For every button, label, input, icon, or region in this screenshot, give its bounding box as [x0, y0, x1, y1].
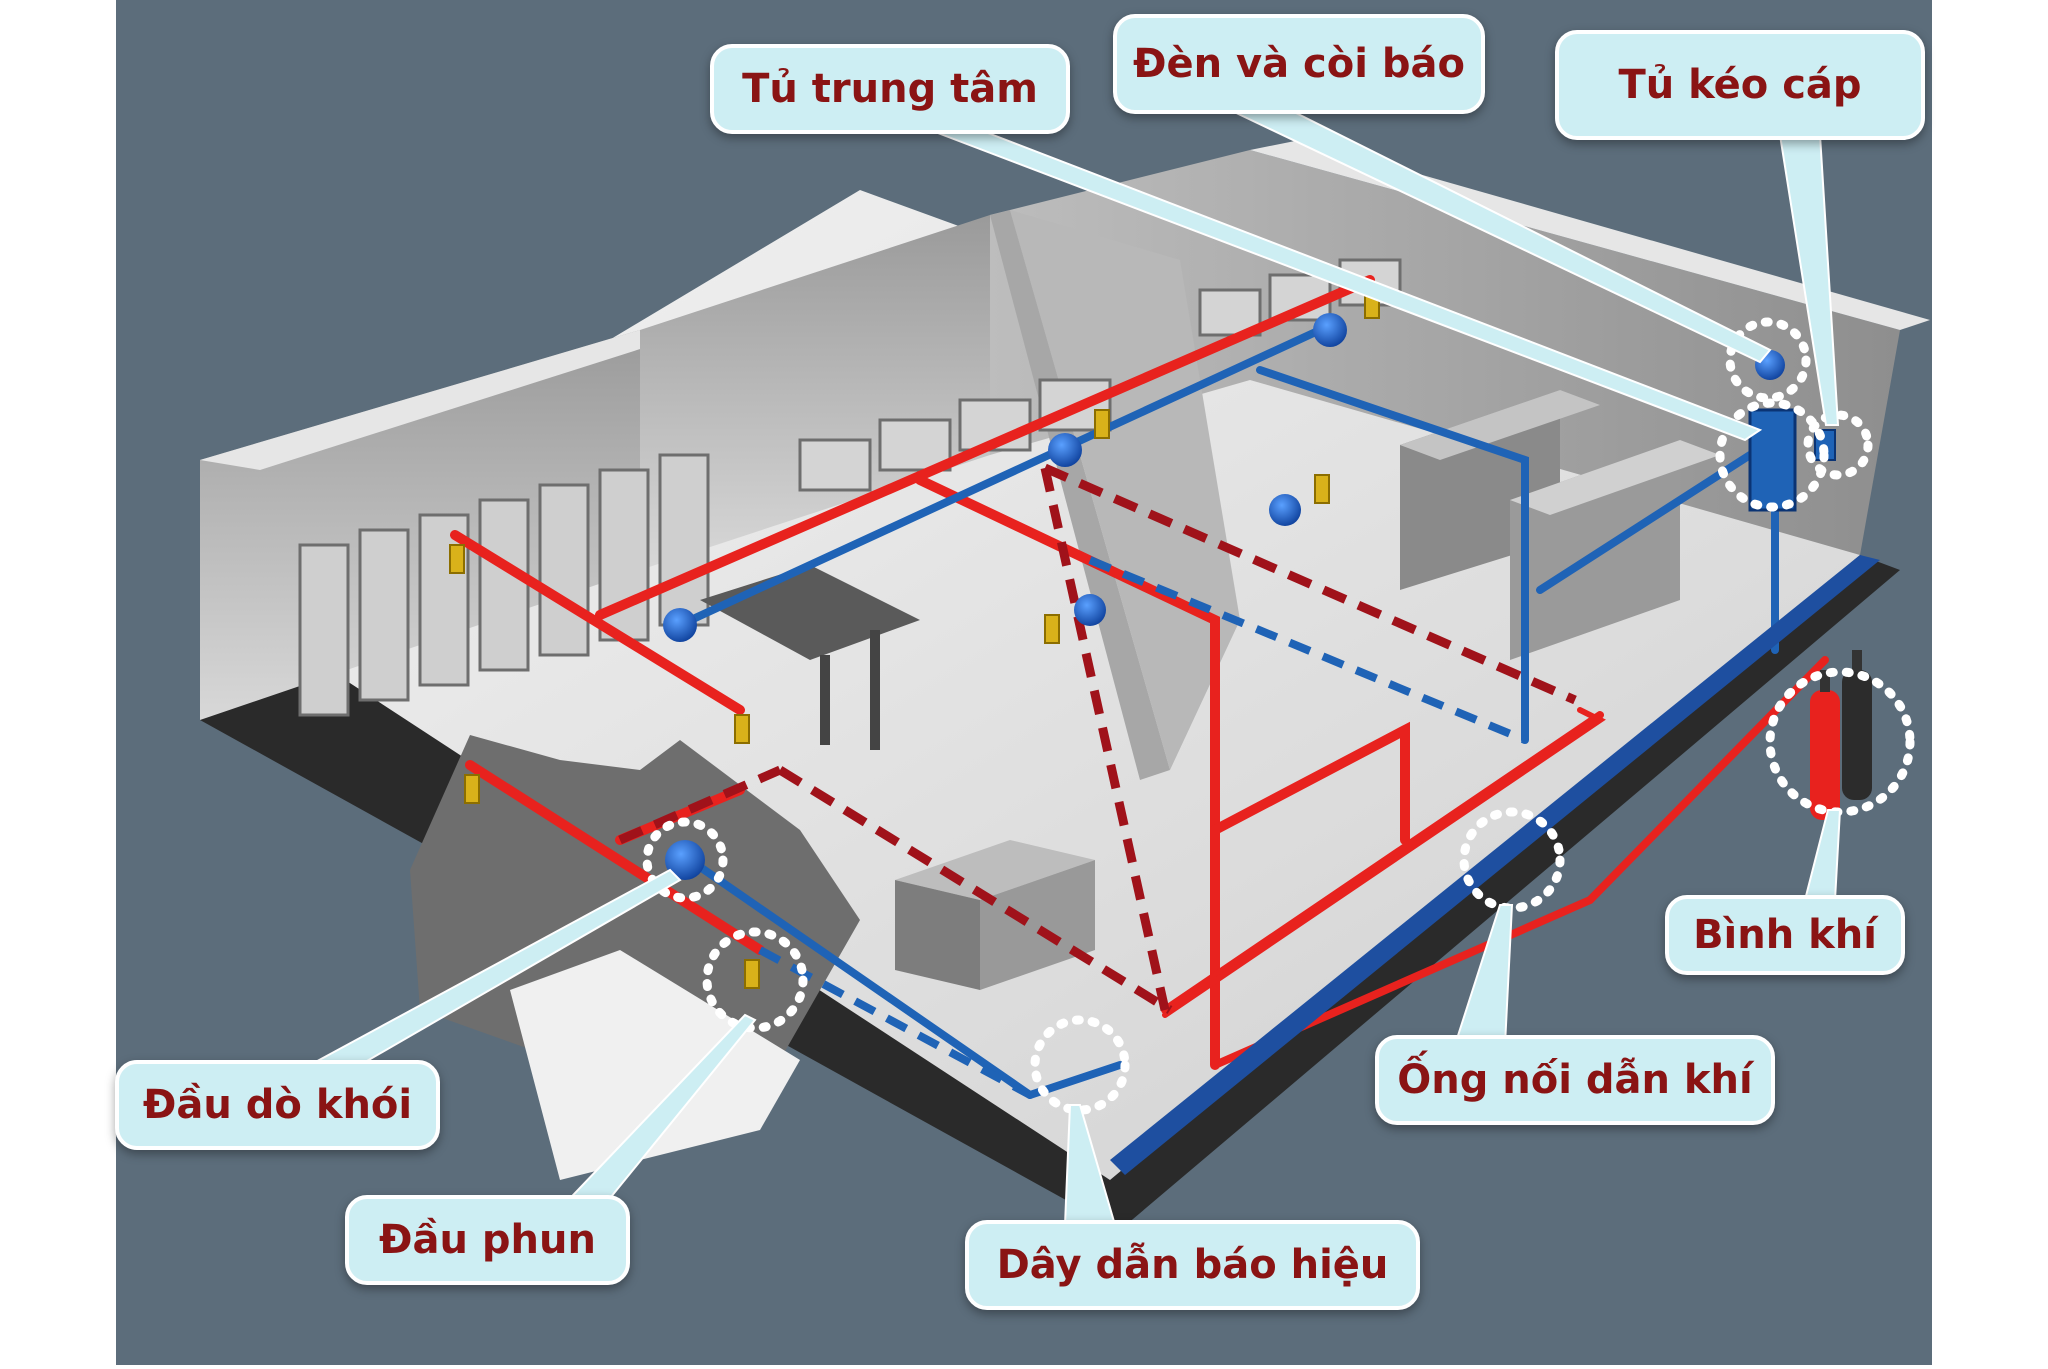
callout-pull-station: Tủ kéo cáp: [1555, 30, 1925, 140]
signal-wires-dashed: [758, 556, 1527, 1099]
control-panel-device: [1748, 408, 1797, 512]
callout-gas-cylinder: Bình khí: [1665, 895, 1905, 975]
underfloor-pipes: [618, 463, 1577, 1014]
callout-signal-wire: Dây dẫn báo hiệu: [965, 1220, 1420, 1310]
callout-smoke-detector: Đầu dò khói: [115, 1060, 440, 1150]
nozzle-highlighted: [744, 959, 760, 989]
sprinkler-pipes: [450, 275, 1829, 1070]
callout-leaders: [309, 109, 1842, 1236]
gas-cylinders: [1810, 650, 1872, 820]
partition-wall: [990, 210, 1170, 780]
callout-light-siren: Đèn và còi báo: [1113, 14, 1485, 114]
smoke-detector-highlighted: [665, 840, 705, 880]
smoke-detectors: [663, 313, 1347, 880]
callout-control-panel: Tủ trung tâm: [710, 44, 1070, 134]
equipment-box: [895, 840, 1095, 990]
callout-nozzle: Đầu phun: [345, 1195, 630, 1285]
cable-trunking: [1110, 555, 1880, 1175]
server-cabinets-left: [298, 453, 710, 717]
callout-gas-pipe: Ống nối dẫn khí: [1375, 1035, 1775, 1125]
